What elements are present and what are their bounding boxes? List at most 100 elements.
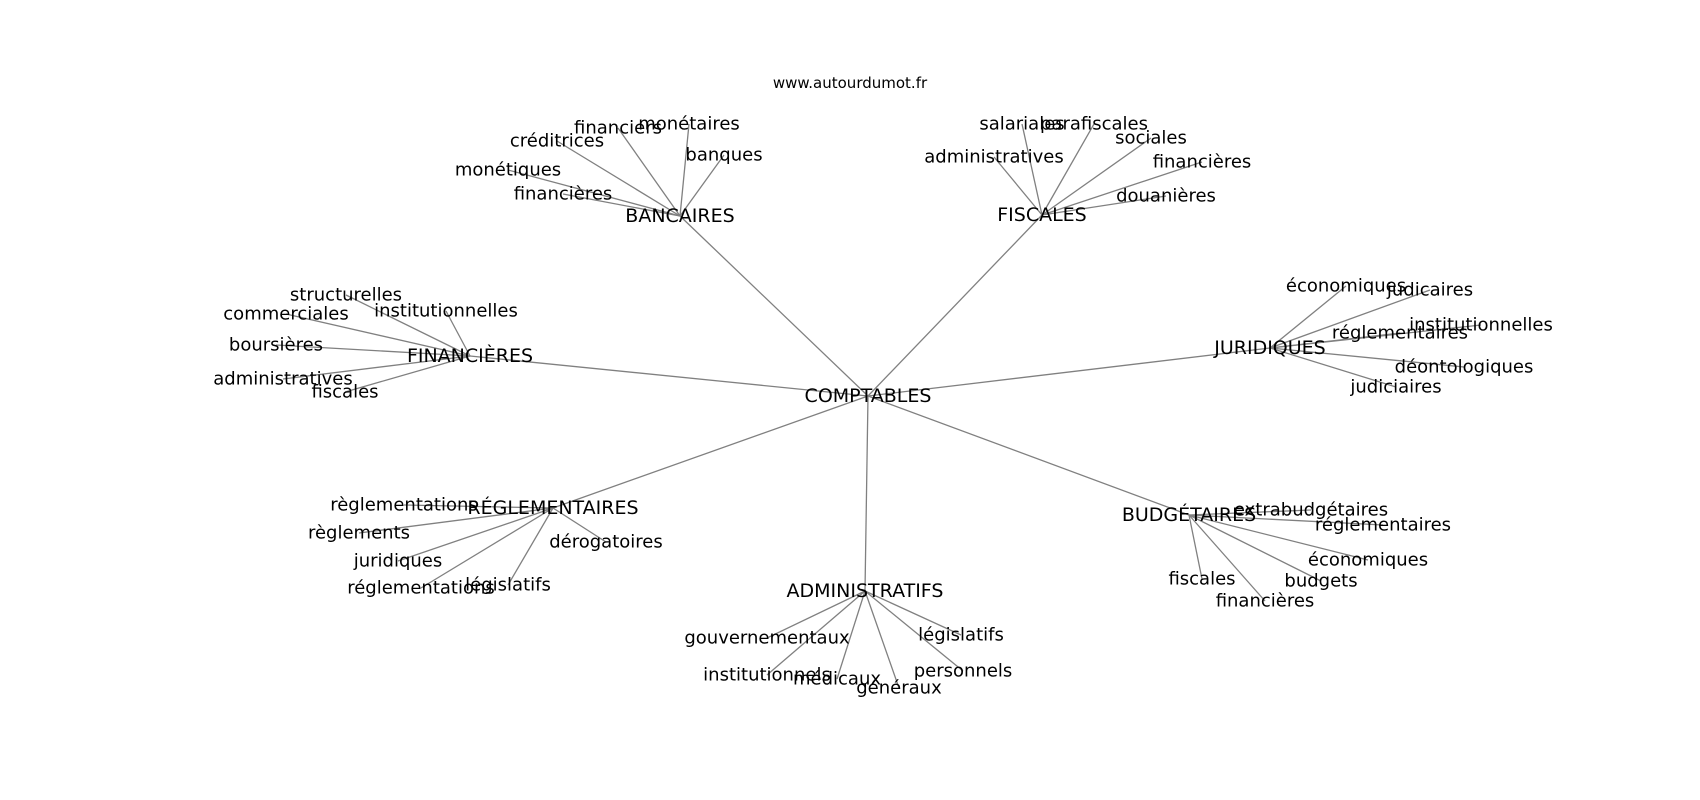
edge-center-hub-6 <box>864 395 869 592</box>
edge-hub-5-leaf-3 <box>1188 514 1203 580</box>
edge-hub-1-leaf-3 <box>993 156 1043 216</box>
leaf-label: salariales <box>979 114 1064 135</box>
source-label: www.autourdumot.fr <box>773 74 928 92</box>
leaf-label: règlements <box>308 523 410 544</box>
leaf-label: administratives <box>924 147 1063 168</box>
leaf-label: institutionnels <box>703 665 831 686</box>
leaf-label: législatifs <box>465 575 551 596</box>
leaf-label: monétiques <box>455 160 561 181</box>
leaf-label: réglementaires <box>1332 323 1468 344</box>
leaf-label: judiciaires <box>1349 377 1441 398</box>
edge-hub-4-leaf-1 <box>358 507 554 534</box>
edge-hub-1-leaf-5 <box>1041 195 1167 216</box>
edge-hub-0-leaf-2 <box>556 140 681 217</box>
edge-center-hub-4 <box>552 395 869 509</box>
leaf-label: commerciales <box>223 304 348 325</box>
leaf-label: juridiques <box>353 551 443 572</box>
edge-hub-4-leaf-2 <box>397 507 554 562</box>
edge-hub-1-leaf-2 <box>1041 137 1152 216</box>
leaf-label: boursières <box>229 335 323 356</box>
edge-hub-6-leaf-4 <box>836 590 866 680</box>
leaf-label: sociales <box>1115 128 1187 149</box>
edge-center-hub-2 <box>469 355 869 397</box>
leaf-label: économiques <box>1308 550 1428 571</box>
edge-hub-1-leaf-4 <box>1041 161 1203 216</box>
edge-hub-6-leaf-0 <box>766 590 866 639</box>
leaf-label: institutionnelles <box>374 301 518 322</box>
edge-hub-2-leaf-4 <box>282 355 471 380</box>
leaf-label: institutionnelles <box>1409 315 1553 336</box>
leaf-label: fiscales <box>311 382 378 403</box>
edge-center-hub-3 <box>867 347 1271 397</box>
leaf-label: douanières <box>1116 186 1216 207</box>
edge-hub-3-leaf-1 <box>1269 289 1431 349</box>
edge-hub-4-leaf-0 <box>403 504 554 509</box>
edge-hub-2-leaf-5 <box>344 355 471 393</box>
edge-hub-2-leaf-0 <box>345 294 471 357</box>
edge-hub-4-leaf-5 <box>552 507 607 543</box>
edge-hub-5-leaf-1 <box>1188 514 1384 526</box>
leaf-label: créditrices <box>510 131 604 152</box>
edge-hub-5-leaf-2 <box>1188 514 1369 561</box>
edge-hub-5-leaf-5 <box>1188 514 1266 602</box>
leaf-label: financières <box>514 184 613 205</box>
leaf-label: financiers <box>574 118 662 139</box>
edge-hub-4-leaf-4 <box>507 507 554 586</box>
hub-label: BUDGÉTAIRES <box>1122 503 1256 526</box>
leaf-label: monétaires <box>638 114 740 135</box>
edge-hub-2-leaf-2 <box>285 313 471 357</box>
leaf-label: financières <box>1153 152 1252 173</box>
leaf-label: gouvernementaux <box>684 628 850 649</box>
leaf-label: économiques <box>1286 276 1406 297</box>
edge-hub-0-leaf-5 <box>562 193 681 217</box>
leaf-label: réglementations <box>347 578 495 599</box>
leaf-label: médicaux <box>793 669 881 690</box>
leaf-label: banques <box>685 145 762 166</box>
edge-hub-4-leaf-3 <box>420 507 554 589</box>
edge-hub-0-leaf-4 <box>507 169 681 217</box>
edge-hub-3-leaf-3 <box>1269 332 1401 349</box>
edge-hub-0-leaf-1 <box>617 127 681 217</box>
edge-hub-0-leaf-0 <box>679 123 690 217</box>
edge-hub-6-leaf-5 <box>864 590 900 689</box>
edge-hub-3-leaf-4 <box>1269 347 1465 368</box>
edge-hub-2-leaf-1 <box>445 310 471 357</box>
edge-center-hub-5 <box>867 395 1190 516</box>
leaf-label: déontologiques <box>1395 357 1534 378</box>
leaf-label: législatifs <box>918 625 1004 646</box>
leaf-label: parafiscales <box>1040 114 1148 135</box>
leaf-label: structurelles <box>290 285 402 306</box>
edge-hub-6-leaf-1 <box>864 590 962 636</box>
hub-label: FINANCIÈRES <box>407 344 533 367</box>
edge-hub-6-leaf-2 <box>864 590 964 672</box>
hub-label: BANCAIRES <box>625 205 734 227</box>
edge-hub-1-leaf-0 <box>1021 123 1043 216</box>
center-label: COMPTABLES <box>805 385 932 407</box>
leaf-label: fiscales <box>1168 569 1235 590</box>
leaf-label: règlementations <box>330 495 478 516</box>
edge-hub-3-leaf-5 <box>1269 347 1397 388</box>
hub-label: JURIDIQUES <box>1213 337 1325 359</box>
hub-label: ADMINISTRATIFS <box>787 580 944 602</box>
graph-labels: www.autourdumot.fr monétairesfinanciersc… <box>213 74 1553 699</box>
leaf-label: dérogatoires <box>549 532 663 553</box>
leaf-label: extrabudgétaires <box>1234 500 1388 521</box>
edge-center-hub-0 <box>679 215 869 397</box>
edge-center-hub-1 <box>867 214 1043 397</box>
leaf-label: budgets <box>1284 571 1357 592</box>
edge-hub-6-leaf-3 <box>766 590 866 676</box>
edge-hub-3-leaf-0 <box>1269 285 1347 349</box>
leaf-label: judicaires <box>1386 280 1473 301</box>
edge-hub-5-leaf-0 <box>1188 509 1312 516</box>
edge-hub-0-leaf-3 <box>679 154 725 217</box>
edge-hub-2-leaf-3 <box>275 344 471 357</box>
edge-hub-5-leaf-4 <box>1188 514 1322 582</box>
graph-edges <box>275 123 1482 689</box>
leaf-label: généraux <box>856 678 942 699</box>
hub-label: FISCALES <box>997 204 1087 226</box>
edge-hub-1-leaf-1 <box>1041 123 1095 216</box>
leaf-label: personnels <box>914 661 1013 682</box>
hub-label: RÉGLEMENTAIRES <box>467 496 638 519</box>
leaf-label: administratives <box>213 369 352 390</box>
